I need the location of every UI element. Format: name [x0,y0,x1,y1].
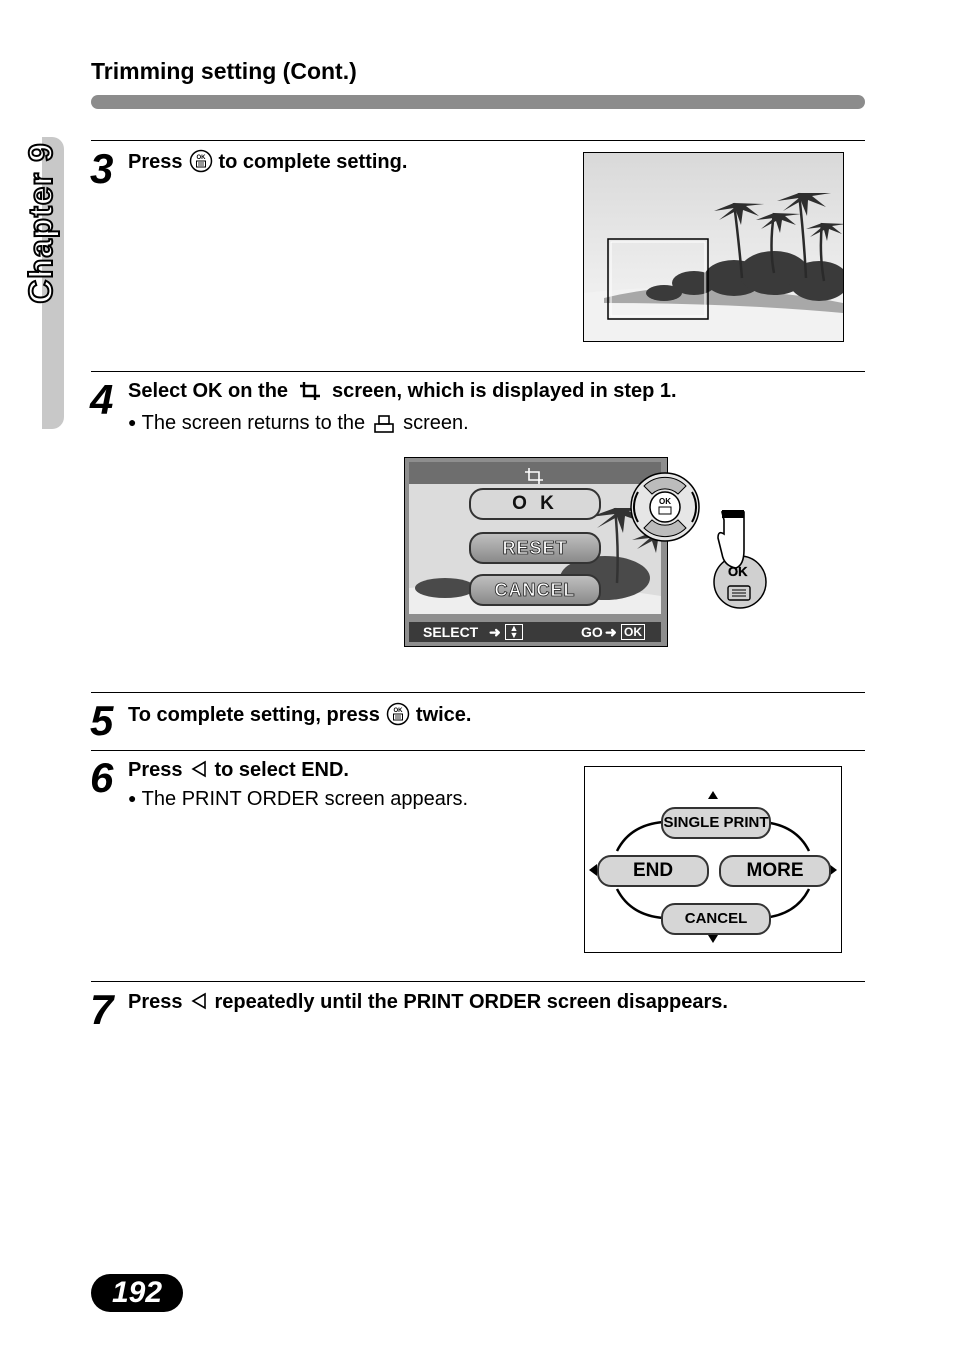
go-label: GO [581,624,603,640]
step-text-part: to select END. [214,759,349,781]
bullet-text: screen. [403,412,469,434]
step-number: 3 [90,145,114,192]
divider [91,750,865,751]
svg-text:OK: OK [659,497,671,506]
step-text-part: Press [128,759,183,781]
step-4-text: Select OK on the screen, which is display… [128,380,677,408]
single-print-button[interactable]: SINGLE PRINT [661,807,771,839]
step-6-bullet: ● The PRINT ORDER screen appears. [128,788,468,811]
select-label: SELECT [423,624,479,640]
arrow-right-icon: ➜ [605,624,617,640]
step-number: 5 [90,697,114,744]
step-4-bullet: ● The screen returns to the screen. [128,412,469,440]
step-7-text: Press repeatedly until the PRINT ORDER sc… [128,991,728,1016]
step-text-part: To complete setting, press [128,704,380,726]
divider [91,692,865,693]
trim-menu-screen: O K RESET CANCEL SELECT ➜ ▲▼ GO ➜ OK [404,457,668,647]
chapter-tab [42,137,64,429]
cancel-button[interactable]: CANCEL [661,903,771,935]
step-text-part: to complete setting. [218,151,408,173]
ok-button-label: OK [728,564,748,579]
step-text-part: repeatedly until the PRINT ORDER screen … [214,991,728,1013]
step-text-part: Press [128,151,183,173]
divider [91,371,865,372]
step-5-text: To complete setting, press OK twice. [128,702,471,732]
title-bar [91,95,865,109]
svg-text:OK: OK [196,155,206,161]
menu-option-ok[interactable]: O K [469,488,601,520]
bullet-text: The PRINT ORDER screen appears. [141,788,469,810]
step-text-part: twice. [415,704,472,726]
arrow-pad-icon: OK [630,472,700,547]
menu-option-reset[interactable]: RESET [469,532,601,564]
divider [91,140,865,141]
step-3-text: Press OK to complete setting. [128,149,407,179]
step-text-part: Select OK on the [128,380,289,402]
more-button[interactable]: MORE [719,855,831,887]
page-number: 192 [91,1274,183,1312]
bullet-dot: ● [128,790,137,806]
left-arrow-icon [190,760,207,784]
menu-option-cancel[interactable]: CANCEL [469,574,601,606]
step-text-part: Press [128,991,183,1013]
end-button[interactable]: END [597,855,709,887]
step-6-text: Press to select END. [128,759,349,784]
step-number: 6 [90,754,114,801]
print-order-diagram: SINGLE PRINT END MORE CANCEL [584,766,842,953]
bullet-text: The screen returns to the [141,412,366,434]
left-arrow-icon [190,992,207,1016]
step-number: 7 [90,986,114,1033]
step-text-part: screen, which is displayed in step 1. [332,380,677,402]
ok-key-icon: OK [621,624,645,640]
lcd-status-bar: SELECT ➜ ▲▼ GO ➜ OK [409,622,661,642]
page-title: Trimming setting (Cont.) [91,58,357,84]
updown-icon: ▲▼ [505,624,523,640]
arrow-right-icon: ➜ [489,624,501,640]
ok-button-icon: OK [386,702,410,732]
finger-press-icon: OK [710,510,770,619]
bullet-dot: ● [128,414,137,430]
step-number: 4 [90,376,114,423]
divider [91,981,865,982]
trimmed-photo [583,152,844,342]
trim-icon [298,380,322,408]
print-icon [373,414,395,440]
ok-button-icon: OK [189,149,213,179]
svg-text:OK: OK [393,708,403,714]
chapter-label: Chapter 9 [21,141,60,304]
